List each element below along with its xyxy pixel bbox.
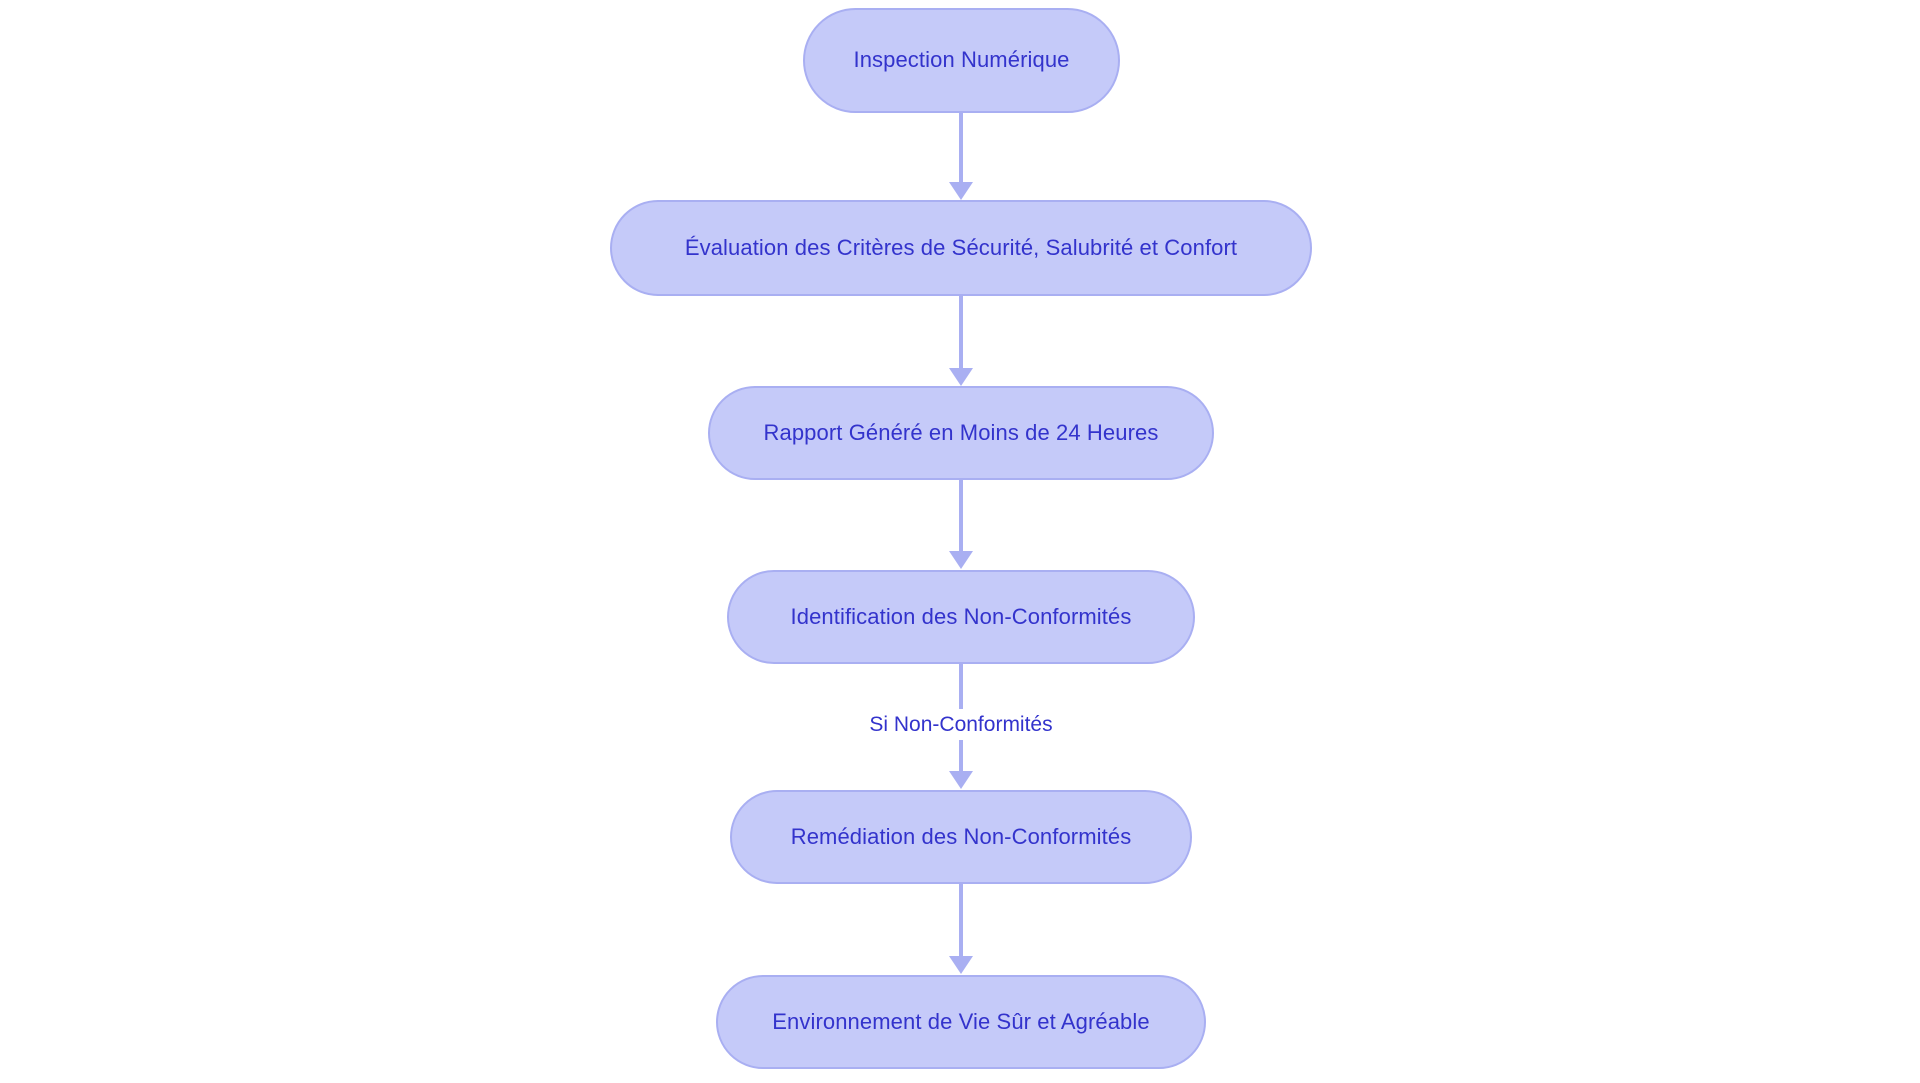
connector-remediation-to-environnement	[959, 884, 963, 957]
connector-evaluation-to-rapport	[959, 296, 963, 369]
connector-inspection-to-evaluation	[959, 113, 963, 185]
flow-node-label: Environnement de Vie Sûr et Agréable	[772, 1008, 1150, 1034]
connector-rapport-to-identification	[959, 480, 963, 552]
flow-node-identification-non-conformites[interactable]: Identification des Non-Conformités	[727, 570, 1195, 664]
flow-node-environnement-de-vie[interactable]: Environnement de Vie Sûr et Agréable	[716, 975, 1206, 1069]
flow-node-evaluation-criteres[interactable]: Évaluation des Critères de Sécurité, Sal…	[610, 200, 1312, 296]
arrowhead-icon-remediation-to-environnement	[949, 956, 973, 974]
flow-node-inspection-numerique[interactable]: Inspection Numérique	[803, 8, 1120, 113]
edge-label-si-non-conformites: Si Non-Conformités	[863, 709, 1059, 741]
arrowhead-icon-inspection-to-evaluation	[949, 182, 973, 200]
flow-node-label: Remédiation des Non-Conformités	[790, 823, 1132, 849]
arrowhead-icon-evaluation-to-rapport	[949, 368, 973, 386]
flow-node-label: Identification des Non-Conformités	[790, 603, 1132, 629]
flow-node-label: Rapport Généré en Moins de 24 Heures	[763, 419, 1159, 445]
flow-node-rapport-genere[interactable]: Rapport Généré en Moins de 24 Heures	[708, 386, 1214, 480]
flow-node-remediation-non-conformites[interactable]: Remédiation des Non-Conformités	[730, 790, 1192, 884]
arrowhead-icon-identification-to-remediation	[949, 771, 973, 789]
flow-node-label: Évaluation des Critères de Sécurité, Sal…	[684, 234, 1238, 260]
arrowhead-icon-rapport-to-identification	[949, 551, 973, 569]
flow-node-label: Inspection Numérique	[853, 47, 1070, 73]
